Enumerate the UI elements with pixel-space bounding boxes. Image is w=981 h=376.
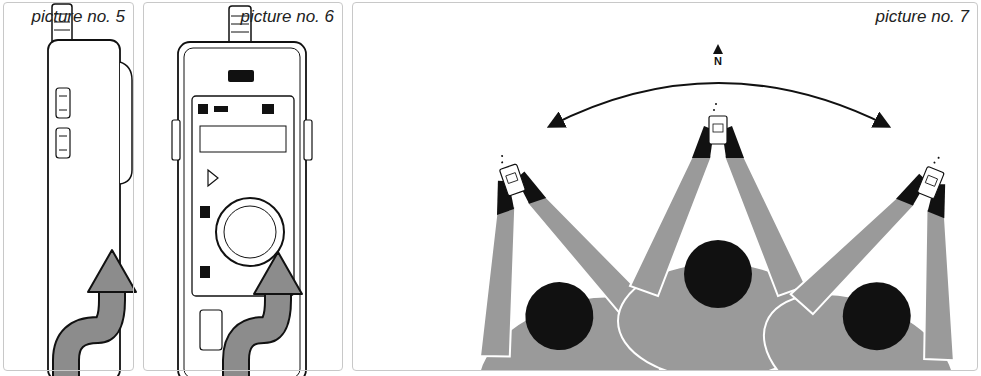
device-side-view xyxy=(48,4,136,376)
persons-turning xyxy=(409,44,977,371)
picture-caption: picture no. 5 xyxy=(31,7,125,27)
device-front-view xyxy=(172,6,312,376)
north-label: N xyxy=(714,56,722,67)
picture-panel: picture no. 6 xyxy=(143,2,343,371)
picture-caption: picture no. 6 xyxy=(240,7,334,27)
picture-panel: picture no. 5 xyxy=(3,2,134,371)
picture-panel: picture no. 7 xyxy=(352,2,978,371)
picture-caption: picture no. 7 xyxy=(875,7,969,27)
